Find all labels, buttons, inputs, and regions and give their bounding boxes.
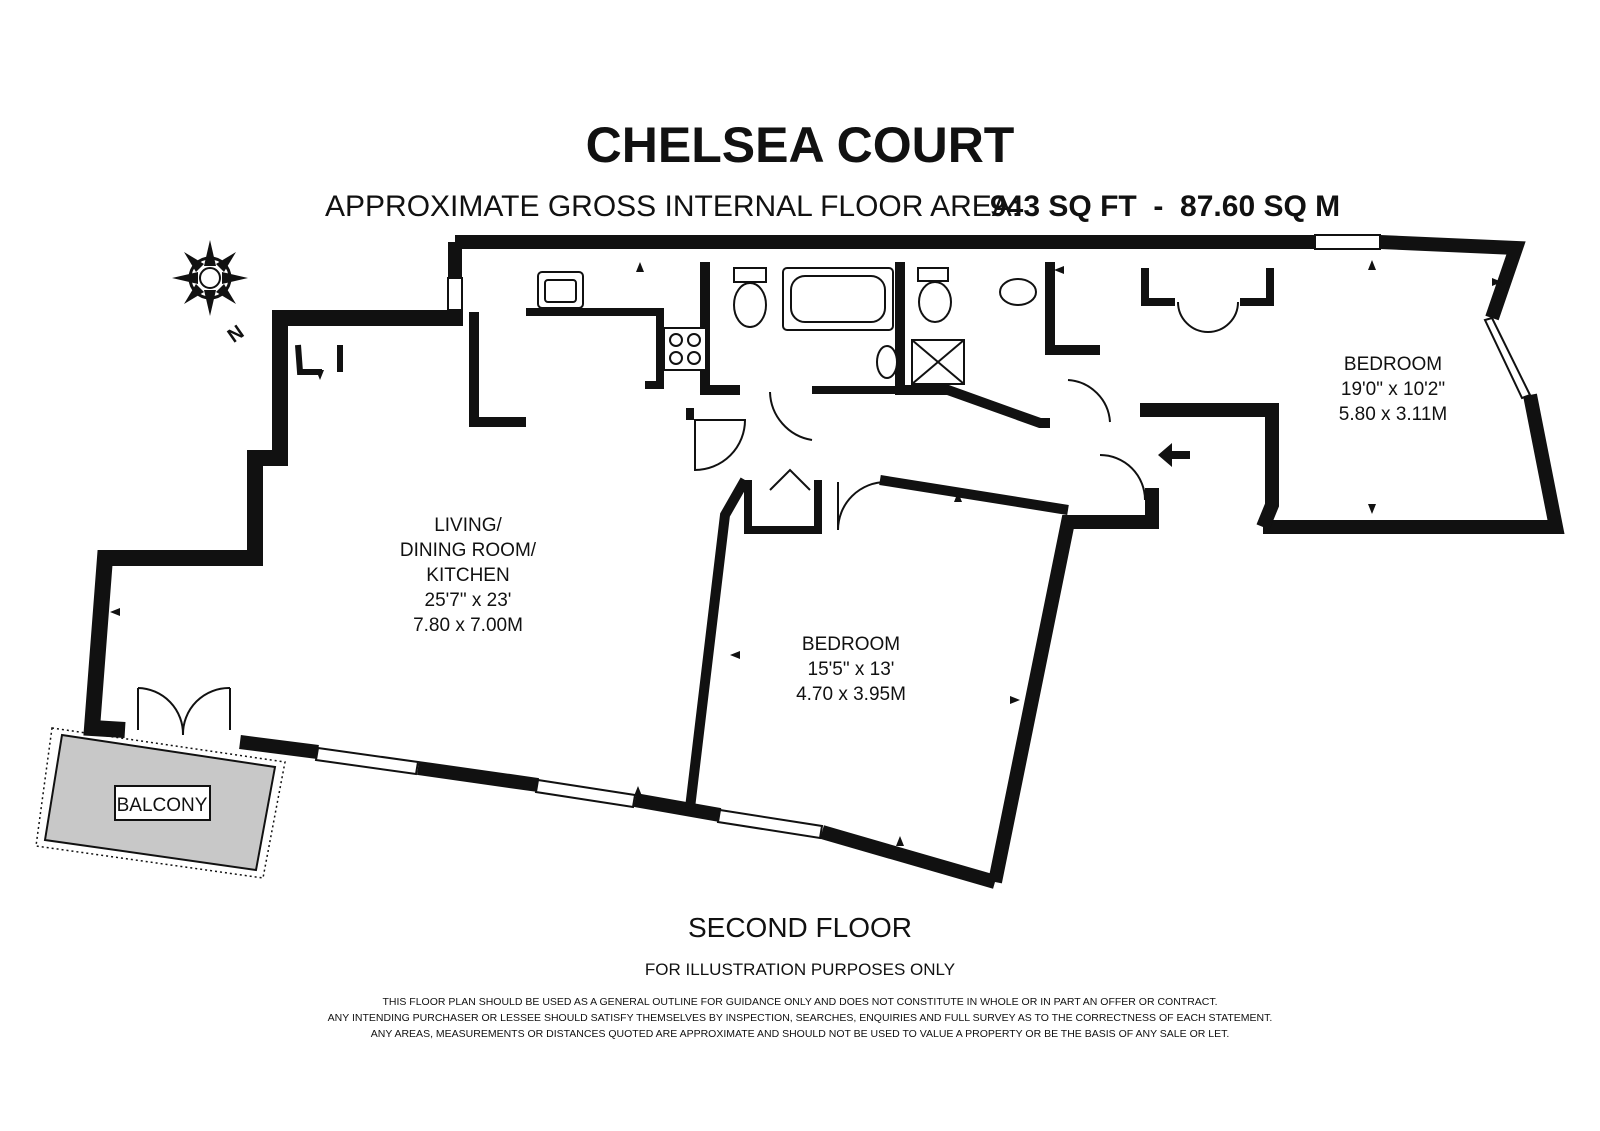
bedroom-second-name: BEDROOM	[1344, 354, 1442, 375]
room-label-bedroom-second: BEDROOM 19'0" x 10'2" 5.80 x 3.11M	[1339, 354, 1447, 425]
doors	[137, 301, 1239, 736]
walls	[83, 235, 1565, 889]
living-line2: DINING ROOM/	[400, 540, 537, 561]
windows	[314, 234, 1532, 840]
entrance-arrow-icon	[1158, 443, 1190, 467]
disclaimer-line-3: ANY AREAS, MEASUREMENTS OR DISTANCES QUO…	[371, 1028, 1230, 1040]
basin-icon	[999, 278, 1037, 306]
living-imperial: 25'7" x 23'	[425, 590, 512, 611]
basin-icon	[876, 345, 898, 379]
bedroom-main-metric: 4.70 x 3.95M	[796, 684, 906, 705]
dimension-markers	[110, 260, 1502, 846]
toilet-icon	[918, 281, 952, 323]
room-label-bedroom-main: BEDROOM 15'5" x 13' 4.70 x 3.95M	[796, 634, 906, 705]
bedroom-main-imperial: 15'5" x 13'	[808, 659, 895, 680]
bedroom-second-metric: 5.80 x 3.11M	[1339, 404, 1447, 425]
balcony-label: BALCONY	[117, 795, 208, 816]
plan-title: CHELSEA COURT	[586, 117, 1015, 173]
compass-north-label: N	[224, 321, 248, 347]
toilet-icon	[733, 282, 767, 328]
compass-rose-icon	[172, 240, 248, 316]
balcony-label-box	[114, 785, 211, 821]
balcony: BALCONY	[35, 727, 286, 879]
bedroom-second-imperial: 19'0" x 10'2"	[1341, 379, 1445, 400]
disclaimer-line-1: THIS FLOOR PLAN SHOULD BE USED AS A GENE…	[382, 996, 1217, 1008]
kitchen-fixtures	[537, 271, 707, 371]
living-metric: 7.80 x 7.00M	[413, 615, 523, 636]
disclaimer-line-2: ANY INTENDING PURCHASER OR LESSEE SHOULD…	[328, 1012, 1273, 1024]
living-line1: LIVING/	[434, 515, 502, 536]
room-label-living: LIVING/ DINING ROOM/ KITCHEN 25'7" x 23'…	[400, 515, 537, 636]
floor-name: SECOND FLOOR	[688, 912, 912, 943]
hob-icon	[663, 327, 707, 371]
floor-area-label: APPROXIMATE GROSS INTERNAL FLOOR AREA:	[325, 190, 1020, 223]
illustration-note: FOR ILLUSTRATION PURPOSES ONLY	[645, 960, 955, 979]
living-line3: KITCHEN	[426, 565, 509, 586]
bedroom-main-name: BEDROOM	[802, 634, 900, 655]
floor-area-value: 943 SQ FT - 87.60 SQ M	[990, 190, 1340, 223]
bathroom-fixtures	[733, 267, 1037, 385]
